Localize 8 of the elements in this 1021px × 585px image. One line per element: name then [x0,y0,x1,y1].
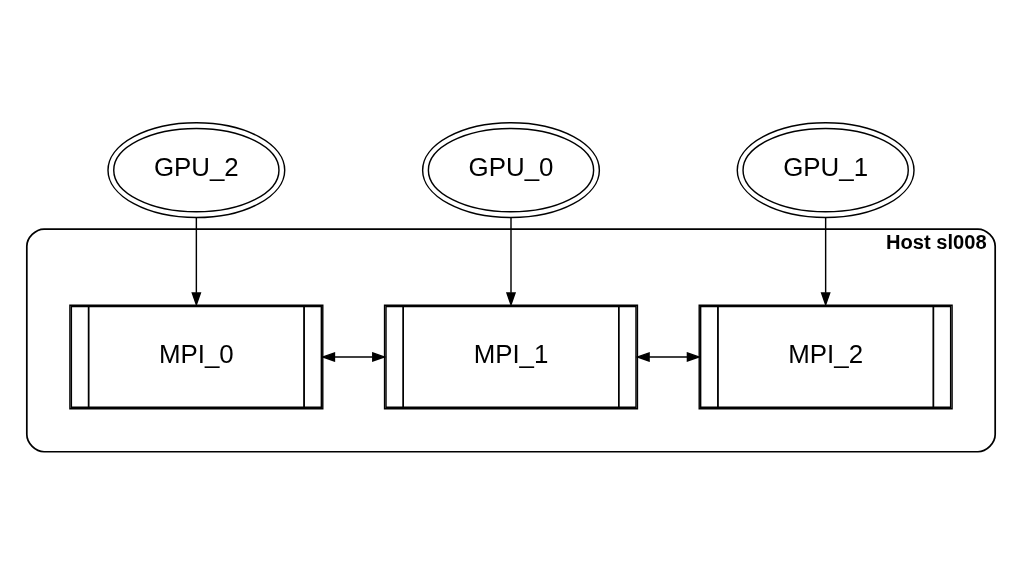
node-ellipse: GPU_2 [106,121,285,218]
node-ellipse: GPU_1 [736,121,915,218]
arrow [320,351,386,362]
arrow [634,351,701,362]
arrow [190,216,201,307]
arrow [505,216,516,307]
node-ellipse: GPU_0 [421,121,600,218]
arrow [820,216,831,307]
